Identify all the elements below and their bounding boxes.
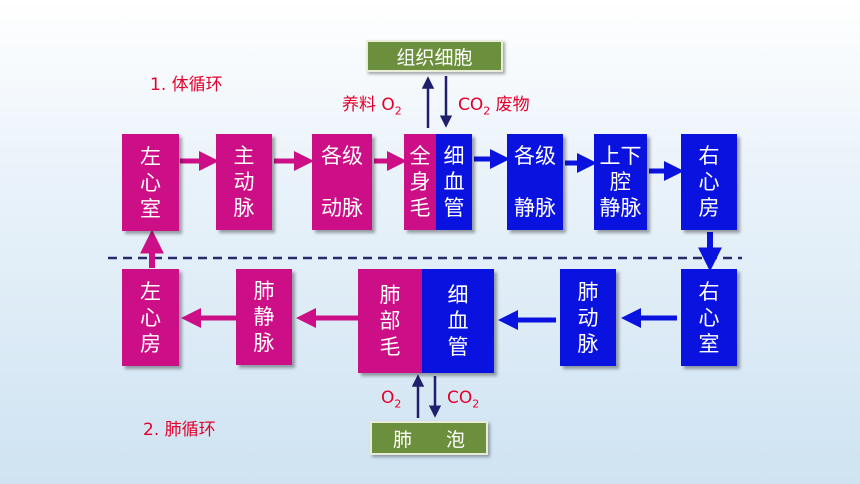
- veins-box: 各级静脉: [507, 134, 563, 230]
- pulmonary-capillary-left-box: 肺部毛: [358, 269, 422, 373]
- systemic-capillary-right-box: 细血管: [436, 134, 472, 230]
- left-atrium-box: 左心房: [122, 269, 179, 366]
- pulmonary-vein-box: 肺静脉: [236, 269, 292, 365]
- systemic-capillary-left-box: 全身毛: [404, 134, 436, 230]
- pulmonary-title: 2. 肺循环: [143, 420, 216, 440]
- nutrients-o2-label: 养料 O2: [342, 95, 402, 118]
- pulmonary-capillary-right-box: 细血管: [422, 269, 494, 373]
- pulmonary-artery-box: 肺动脉: [560, 269, 616, 366]
- alveoli-box: 肺泡: [370, 421, 488, 455]
- right-ventricle-box: 右心室: [681, 269, 737, 366]
- vena-cava-box: 上下腔静脉: [594, 134, 647, 230]
- co2-waste-label: CO2 废物: [458, 95, 530, 118]
- tissue-cells-box: 组织细胞: [366, 40, 503, 72]
- systemic-title: 1. 体循环: [150, 75, 223, 95]
- right-atrium-box: 右心房: [681, 134, 737, 230]
- aorta-box: 主动脉: [216, 134, 272, 230]
- alveoli-o2-label: O2: [381, 388, 402, 411]
- alveoli-co2-label: CO2: [447, 388, 480, 411]
- left-ventricle-box: 左心室: [122, 134, 179, 231]
- arteries-box: 各级动脉: [312, 134, 372, 230]
